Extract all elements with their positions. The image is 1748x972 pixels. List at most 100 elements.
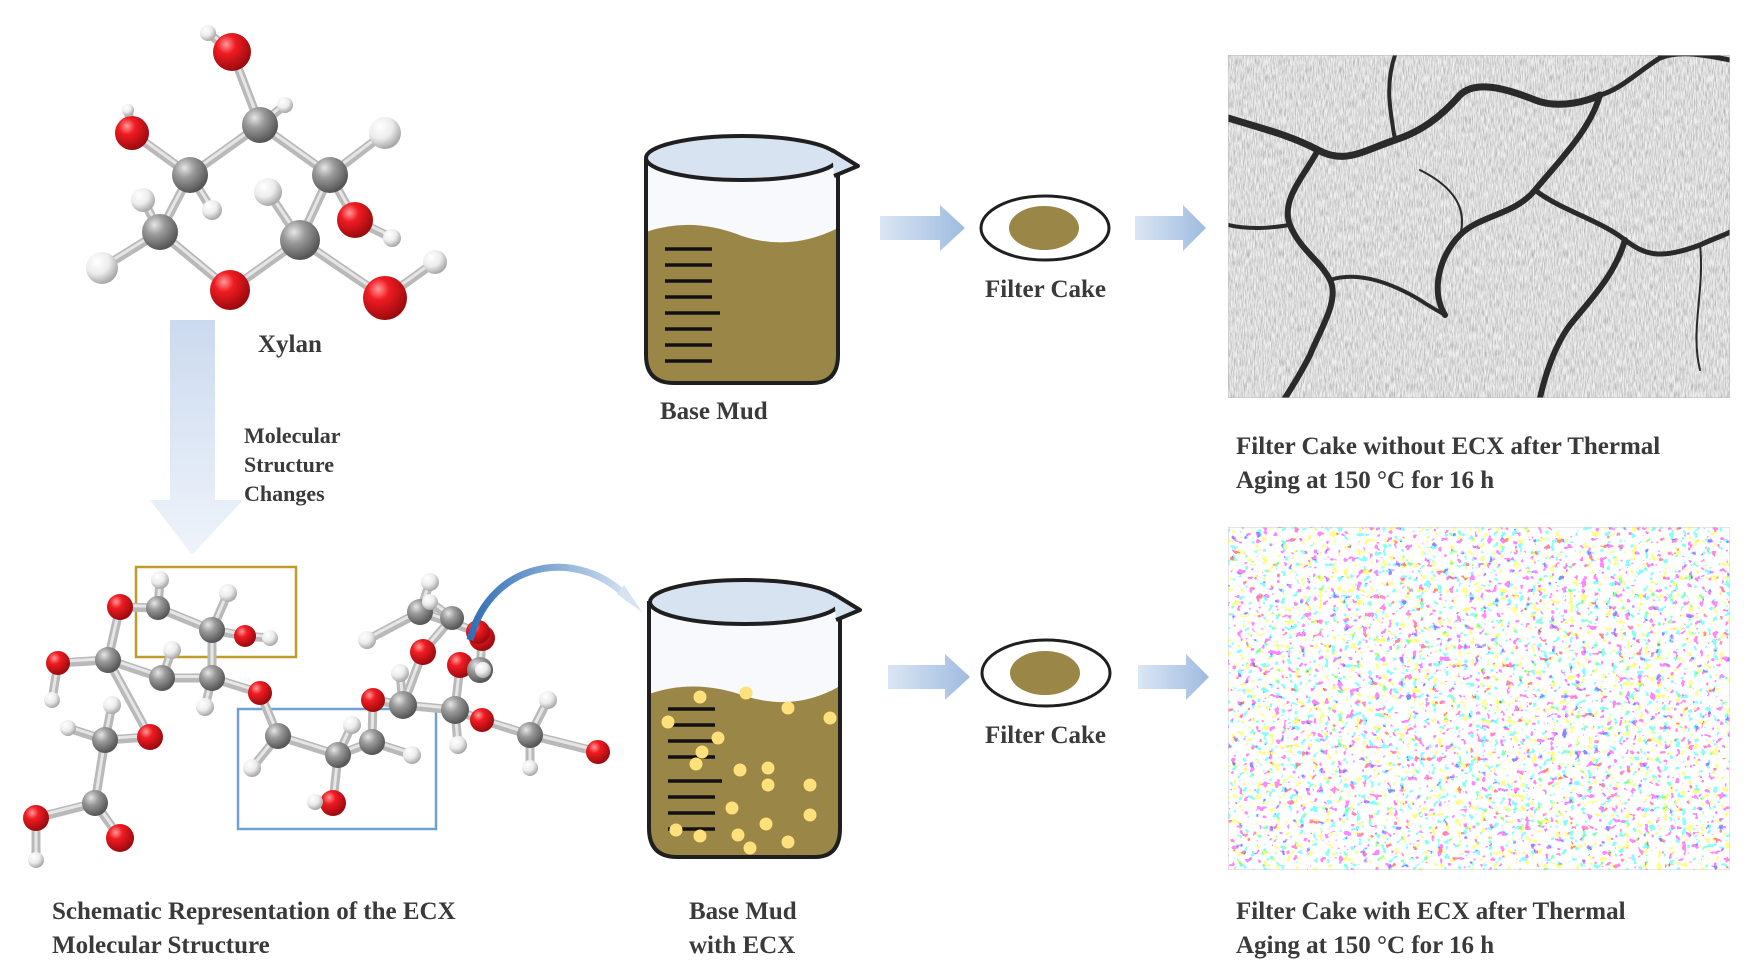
- ecx-oxygen-atom: [23, 805, 49, 831]
- ecx-carbon-atom: [441, 696, 469, 724]
- arrow-beaker-to-cake-top: [880, 205, 965, 251]
- curved-arrow-head: [617, 585, 642, 612]
- ecx-particle: [823, 711, 837, 725]
- ecx-oxygen-atom: [106, 824, 134, 852]
- beaker-ecx-icon: [647, 578, 862, 859]
- beaker-icon: [644, 134, 860, 385]
- ecx-particle: [803, 778, 817, 792]
- ecx-hydrogen-atom: [343, 716, 361, 734]
- ecx-particle: [781, 701, 795, 715]
- xylan-label: Xylan: [258, 331, 322, 358]
- xylan-hydrogen-atom: [131, 188, 155, 212]
- xylan-hydrogen-atom: [254, 178, 282, 206]
- ecx-particle: [661, 715, 675, 729]
- ecx-carbon-atom: [199, 665, 225, 691]
- porous-filter-cake-image: [1228, 527, 1730, 870]
- ecx-particle: [693, 829, 707, 843]
- ecx-hydrogen-atom: [28, 852, 44, 868]
- ecx-particle: [669, 823, 683, 837]
- xylan-hydrogen-atom: [383, 229, 401, 247]
- ecx-particle: [761, 761, 775, 775]
- ecx-oxygen-atom: [361, 688, 385, 712]
- curved-arrow: [466, 563, 633, 641]
- schematic-line1: Schematic Representation of the ECX: [52, 898, 456, 925]
- without-ecx-line2: Aging at 150 °C for 16 h: [1236, 467, 1495, 494]
- base-mud-label: Base Mud: [660, 398, 768, 425]
- xylan-oxygen-atom: [213, 33, 251, 71]
- ecx-hydrogen-atom: [60, 720, 76, 736]
- xylan-hydrogen-atom: [86, 252, 118, 284]
- ecx-hydrogen-atom: [307, 794, 323, 810]
- ecx-carbon-atom: [265, 723, 291, 749]
- ecx-oxygen-atom: [107, 594, 133, 620]
- molecular-changes-line3: Changes: [244, 481, 325, 506]
- with-ecx-line1: Filter Cake with ECX after Thermal: [1236, 898, 1626, 925]
- ecx-hydrogen-atom: [163, 641, 181, 659]
- ecx-hydrogen-atom: [243, 759, 261, 777]
- arrow-cake-to-image-top: [1135, 205, 1206, 251]
- ecx-oxygen-atom: [447, 652, 473, 678]
- ecx-oxygen-atom: [46, 651, 70, 675]
- ecx-hydrogen-atom: [196, 698, 214, 716]
- xylan-hydrogen-atom: [200, 25, 216, 41]
- ecx-hydrogen-atom: [151, 571, 169, 589]
- ecx-carbon-atom: [82, 790, 108, 816]
- ecx-hydrogen-atom: [422, 594, 438, 610]
- filter-cake-label-top: Filter Cake: [985, 276, 1107, 303]
- ecx-carbon-atom: [325, 742, 351, 768]
- ecx-hydrogen-atom: [403, 746, 421, 764]
- ecx-carbon-atom: [440, 606, 464, 630]
- arrow-cake-to-image-bottom: [1138, 654, 1209, 700]
- schematic-caption: Schematic Representation of the ECX Mole…: [52, 895, 456, 963]
- ecx-particle: [761, 778, 775, 792]
- ecx-oxygen-atom: [248, 681, 272, 705]
- ecx-hydrogen-atom: [358, 631, 376, 649]
- ecx-oxygen-atom: [234, 625, 256, 647]
- ecx-oxygen-atom: [320, 790, 346, 816]
- xylan-carbon-atom: [280, 220, 320, 260]
- ecx-hydrogen-atom: [449, 736, 467, 754]
- molecular-changes-label: Molecular Structure Changes: [244, 421, 341, 508]
- ecx-hydrogen-atom: [421, 573, 439, 591]
- ecx-hydrogen-atom: [44, 692, 60, 708]
- xylan-carbon-atom: [312, 157, 348, 193]
- ecx-hydrogen-atom: [391, 664, 409, 682]
- xylan-carbon-atom: [142, 214, 178, 250]
- xylan-hydrogen-atom: [369, 117, 401, 149]
- without-ecx-caption: Filter Cake without ECX after Thermal Ag…: [1236, 430, 1660, 498]
- ecx-carbon-atom: [517, 722, 543, 748]
- ecx-bond-highlight: [106, 657, 152, 737]
- ecx-carbon-atom: [92, 727, 118, 753]
- filter-cake-disk-bottom: [980, 638, 1112, 708]
- ecx-carbon-atom: [389, 691, 417, 719]
- base-mud-ecx-label: Base Mud with ECX: [689, 895, 797, 963]
- molecular-changes-line1: Molecular: [244, 423, 341, 448]
- without-ecx-line1: Filter Cake without ECX after Thermal: [1236, 433, 1661, 460]
- xylan-oxygen-atom: [210, 270, 250, 310]
- xylan-hydrogen-atom: [277, 97, 293, 113]
- ecx-carbon-atom: [149, 665, 175, 691]
- ecx-particles: [661, 686, 837, 855]
- filter-cake-label-bottom: Filter Cake: [985, 722, 1107, 749]
- ecx-particle: [743, 841, 757, 855]
- ecx-particle: [739, 686, 753, 700]
- ecx-hydrogen-atom: [539, 691, 557, 709]
- ecx-oxygen-atom: [137, 724, 163, 750]
- down-arrow: [150, 320, 243, 555]
- ecx-carbon-atom: [146, 596, 170, 620]
- with-ecx-caption: Filter Cake with ECX after Thermal Aging…: [1236, 895, 1626, 963]
- ecx-particle: [711, 731, 725, 745]
- base-mud-ecx-line1: Base Mud: [689, 898, 797, 925]
- xylan-carbon-atom: [242, 107, 278, 143]
- with-ecx-line2: Aging at 150 °C for 16 h: [1236, 932, 1495, 959]
- xylan-hydrogen-atom: [202, 200, 222, 220]
- ecx-carbon-atom: [95, 647, 121, 673]
- xylan-hydrogen-atom: [423, 250, 447, 274]
- ecx-particle: [695, 745, 709, 759]
- xylan-hydrogen-atom: [122, 104, 134, 116]
- ecx-hydrogen-atom: [262, 630, 278, 646]
- ecx-particle: [759, 817, 773, 831]
- ecx-hydrogen-atom: [522, 760, 538, 776]
- filter-cake-disk-top: [979, 194, 1111, 262]
